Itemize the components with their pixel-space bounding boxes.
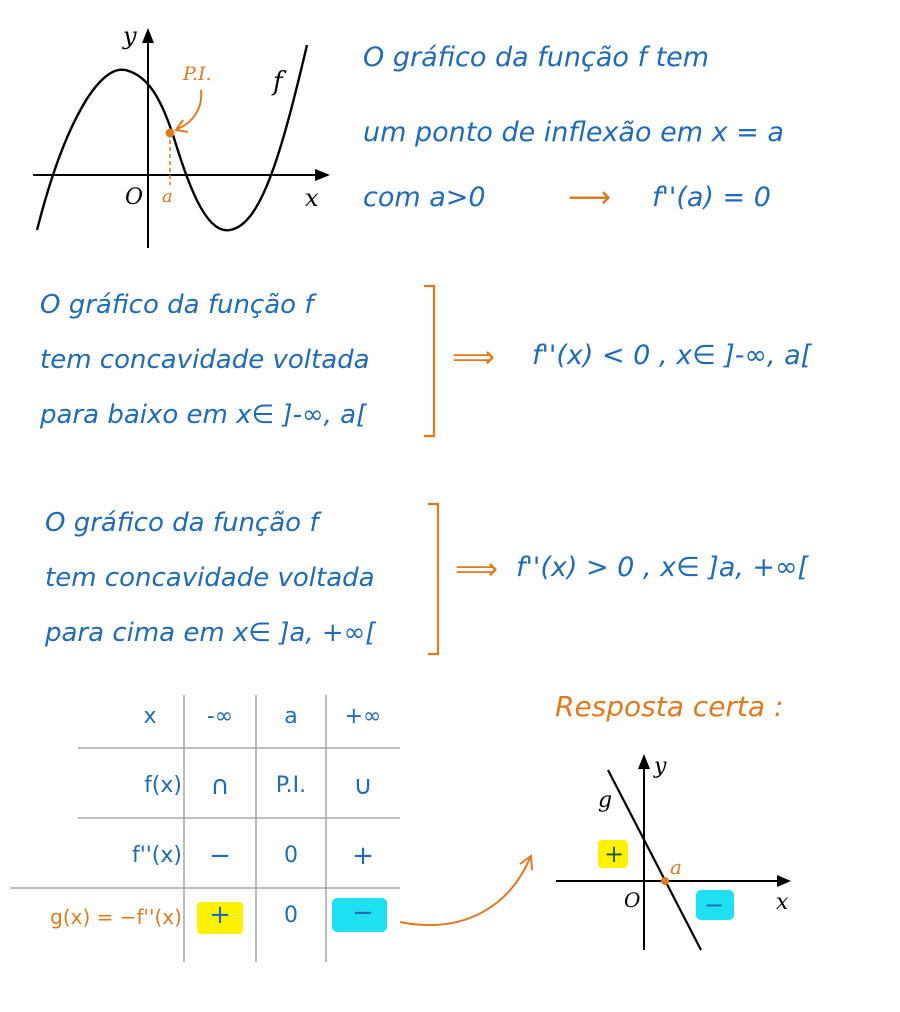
answer-g-graph: g y x O a + − [556, 754, 791, 951]
x-axis-arrowhead [315, 169, 330, 181]
table-row-g-label: g(x) = −f''(x) [50, 905, 182, 929]
note1-line3-right: f''(a) = 0 [652, 182, 771, 213]
answer-g-label: g [598, 788, 612, 813]
graph1-origin-label: O [125, 185, 143, 210]
answer-x-arrowhead [777, 875, 791, 887]
block3-line3: para cima em x∈ ]a, +∞[ [45, 618, 376, 648]
graph1-x-label: x [305, 184, 319, 212]
note1-arrow: ⟶ [568, 180, 612, 215]
table-to-answer-arrow [399, 854, 533, 927]
table-header-plus-inf: +∞ [344, 704, 382, 729]
answer-plus-highlight [598, 840, 628, 868]
table-row-g-cell-3: − [352, 898, 374, 928]
answer-plus-sign: + [604, 840, 624, 868]
table-row-f2-cell-3: + [352, 841, 374, 871]
y-axis-arrowhead [142, 28, 154, 43]
block3-line2: tem concavidade voltada [45, 563, 375, 593]
block2-implies: ⟹ [452, 340, 496, 375]
table-row-f2-cell-2: 0 [284, 843, 298, 868]
inflection-point [165, 128, 175, 138]
graph1-pi-label: P.I. [182, 63, 212, 85]
function-f-graph: y x O a P.I. f [33, 22, 330, 248]
block2-line3: para baixo em x∈ ]-∞, a[ [40, 400, 367, 430]
highlight-cyan-minus [332, 898, 387, 932]
table-header-a: a [284, 704, 298, 729]
block3-result: f''(x) > 0 , x∈ ]a, +∞[ [516, 552, 809, 583]
block3-line1: O gráfico da função f [45, 508, 319, 538]
table-row-g-cell-2: 0 [284, 903, 298, 928]
table-row-f-cell-2: P.I. [275, 773, 307, 798]
block3-implies: ⟹ [455, 552, 499, 587]
answer-y-arrowhead [638, 754, 650, 769]
graph1-f-label: f [271, 67, 287, 97]
note1-line1: O gráfico da função f tem [363, 42, 710, 73]
pi-pointer-arrow [176, 89, 203, 130]
graph1-y-label: y [122, 22, 137, 50]
note1-line2: um ponto de inflexão em x = a [363, 117, 784, 148]
graph1-a-label: a [162, 186, 173, 207]
block2-line2: tem concavidade voltada [40, 345, 370, 375]
answer-title: Resposta certa : [555, 690, 784, 723]
table-row-f-cell-3: ∪ [353, 771, 373, 801]
answer-zero-point [661, 877, 669, 885]
sign-table-grid [10, 695, 400, 962]
answer-a-label: a [670, 855, 682, 879]
table-row-f2-label: f''(x) [131, 843, 182, 868]
pi-pointer-arrowhead [174, 119, 189, 133]
block2-line1: O gráfico da função f [40, 290, 314, 320]
note1-line3-left: com a>0 [363, 182, 486, 213]
answer-origin-label: O [624, 888, 640, 912]
line-g [607, 769, 702, 951]
table-row-f-label: f(x) [144, 773, 182, 798]
table-header-minus-inf: -∞ [206, 704, 234, 729]
answer-minus-highlight [696, 890, 734, 920]
block2-bracket [424, 284, 436, 438]
answer-minus-sign: − [704, 891, 724, 919]
highlight-yellow-plus [197, 902, 243, 934]
table-header-x: x [143, 704, 157, 729]
answer-y-label: y [653, 754, 667, 779]
table-row-f2-cell-1: − [209, 841, 231, 871]
block2-result: f''(x) < 0 , x∈ ]-∞, a[ [532, 340, 812, 371]
table-row-f-cell-1: ∩ [210, 771, 230, 801]
table-row-g-cell-1: + [209, 900, 231, 930]
answer-x-label: x [776, 890, 789, 915]
block3-bracket [428, 502, 440, 656]
